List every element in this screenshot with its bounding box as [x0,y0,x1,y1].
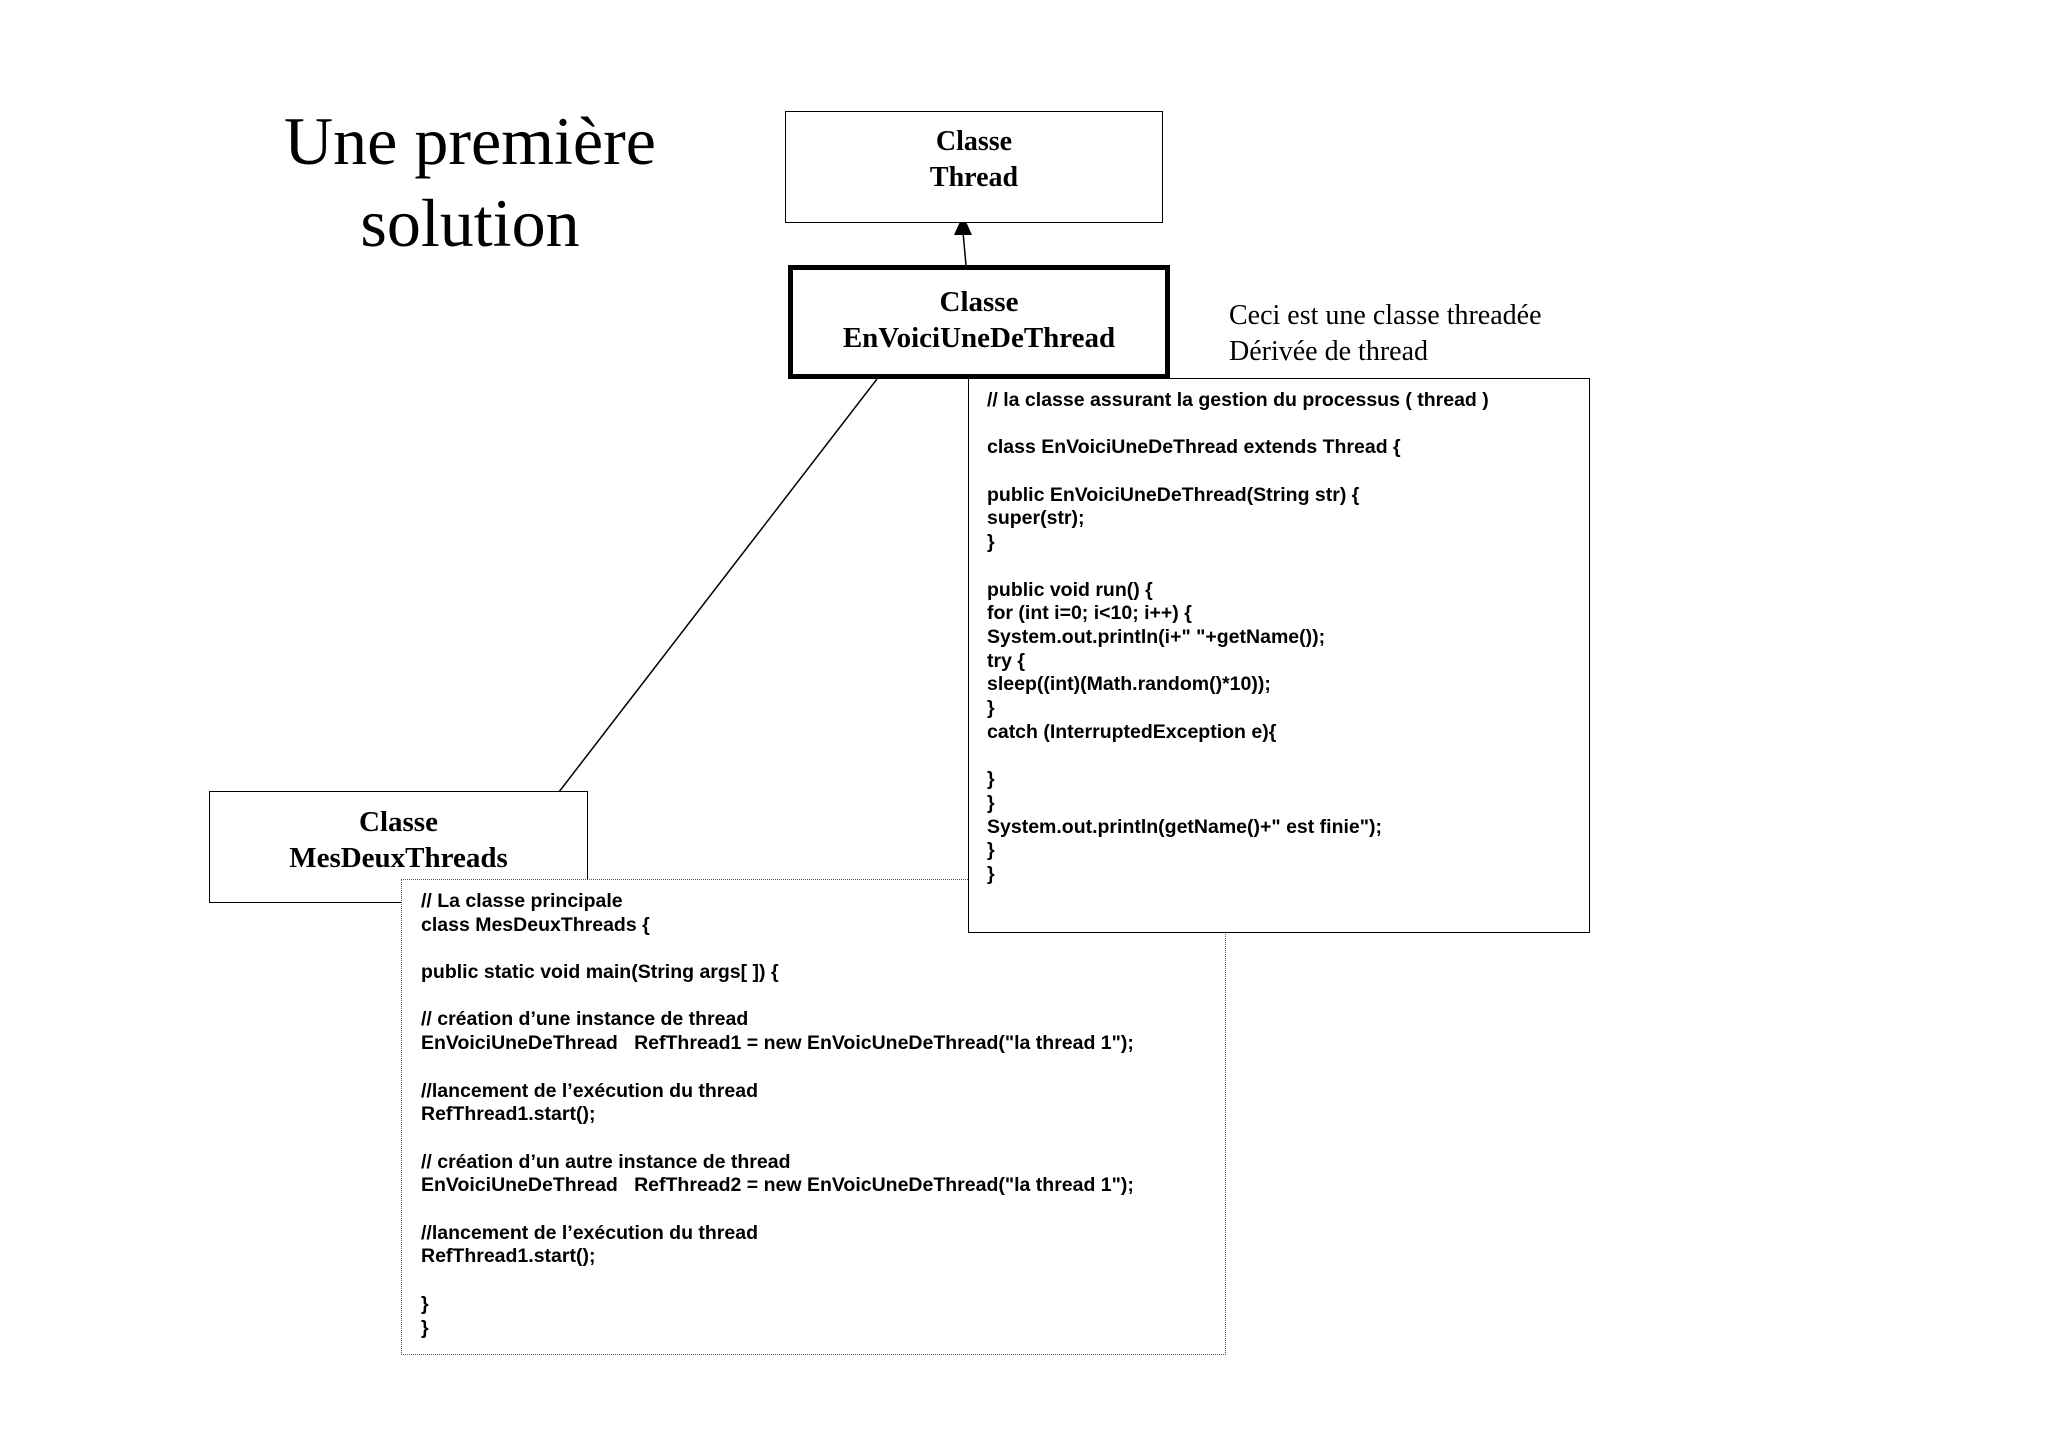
code-line: } [987,863,995,885]
code-line: catch (InterruptedException e){ [987,720,1277,743]
class-box-thread-line2: Thread [929,162,1019,193]
code-line: class EnVoiciUneDeThread extends Thread … [987,436,1401,459]
code-line: } [421,1292,429,1315]
code-line: // La classe principale [421,890,623,912]
code-line: } [987,697,995,720]
code-line: System.out.println(i+" "+getName()); [987,625,1326,648]
code-line [421,1269,1225,1293]
code-line: //lancement de l’exécution du thread [421,1079,758,1102]
code-line: // création d’une instance de thread [421,1008,749,1031]
code-line: System.out.println(getName()+" est finie… [987,815,1382,838]
code-line [421,1056,1225,1080]
code-line [987,745,1589,769]
annotation-text: Ceci est une classe threadée Dérivée de … [1229,298,1542,370]
code-line: public static void main(String args[ ]) … [421,961,779,984]
usage-line [504,378,878,863]
code-line [987,413,1589,437]
code-line: } [987,768,995,791]
class-box-thread: Classe Thread [785,111,1163,223]
slide-title: Une première solution [250,100,690,264]
code-line: EnVoiciUneDeThread RefThread1 = new EnVo… [421,1032,1134,1055]
code-line [987,460,1589,484]
code-line: RefThread1.start(); [421,1245,596,1268]
code-line [421,1127,1225,1151]
class-box-envoici-line2: EnVoiciUneDeThread [842,322,1116,354]
code-line [421,937,1225,961]
class-box-thread-line1: Classe [935,126,1013,157]
class-box-mesdeux-line2: MesDeuxThreads [289,842,508,874]
code-line: public EnVoiciUneDeThread(String str) { [987,483,1360,506]
code-block-envoiciunedethread: // la classe assurant la gestion du proc… [968,378,1590,933]
class-box-envoici-line1: Classe [939,286,1019,318]
code-line: for (int i=0; i<10; i++) { [987,602,1192,625]
code-line: public void run() { [987,578,1153,601]
code-line: } [987,839,995,862]
annotation-line1: Ceci est une classe threadée [1229,300,1542,331]
code-line: sleep((int)(Math.random()*10)); [987,673,1271,696]
class-box-mesdeux-line1: Classe [359,806,438,838]
slide-title-line2: solution [360,185,580,261]
code-line: try { [987,649,1025,672]
code-line [421,1198,1225,1222]
inheritance-arrowhead [954,215,972,235]
code-line: RefThread1.start(); [421,1103,596,1126]
code-line: EnVoiciUneDeThread RefThread2 = new EnVo… [421,1174,1134,1197]
code-line [421,985,1225,1009]
code-line [987,555,1589,579]
slide-title-line1: Une première [284,103,656,179]
inheritance-line [962,231,967,266]
code-line: // la classe assurant la gestion du proc… [987,389,1489,411]
code-line: class MesDeuxThreads { [421,913,650,936]
annotation-line2: Dérivée de thread [1229,336,1428,367]
code-line: } [987,531,995,554]
code-line: // création d’un autre instance de threa… [421,1150,791,1173]
code-line: super(str); [987,507,1085,530]
code-line: //lancement de l’exécution du thread [421,1221,758,1244]
class-box-envoiciunedethread: Classe EnVoiciUneDeThread [788,265,1170,379]
code-line: } [421,1316,429,1339]
code-line: } [987,791,995,814]
